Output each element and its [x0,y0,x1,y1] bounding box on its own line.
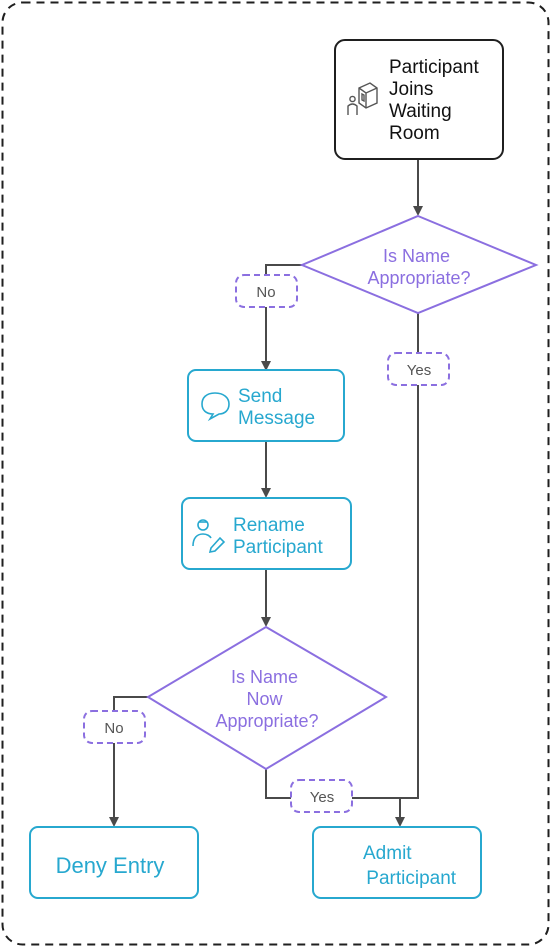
send-message-label: Send Message [238,386,315,429]
node-deny-entry[interactable]: Deny Entry [29,826,199,899]
node-decision2[interactable]: Is Name Now Appropriate? [146,625,388,771]
edge-label-d2-no: No [83,710,146,744]
chat-bubble-icon [201,392,230,422]
node-admit[interactable]: Admit Participant [0,0,482,899]
start-label: Participant Joins Waiting Room [389,57,484,144]
node-start[interactable]: Participant Joins Waiting Room [334,39,504,160]
decision1-label: Is Name Appropriate? [367,246,470,288]
deny-entry-label: Deny Entry [56,853,165,878]
svg-text:Yes: Yes [407,362,431,379]
decision2-label: Is Name Now Appropriate? [215,667,318,731]
edge-decision2-no [109,696,148,827]
node-decision1[interactable]: Is Name Appropriate? [299,214,539,315]
edge-label-d1-no: No [235,274,298,308]
edge-decision1-no [261,264,302,371]
admit-label: Admit Participant [361,843,457,889]
edge-label-d2-yes: Yes [290,779,353,813]
node-rename[interactable]: Rename Participant [181,497,352,570]
node-send-message[interactable]: Send Message [187,369,345,442]
waiting-room-icon [347,82,378,115]
rename-label: Rename Participant [233,515,323,558]
edge-decision1-yes [400,312,419,799]
svg-text:Yes: Yes [310,789,334,806]
user-edit-icon [192,519,226,554]
svg-text:No: No [104,720,123,737]
svg-text:No: No [256,284,275,301]
edge-label-d1-yes: Yes [387,352,450,386]
